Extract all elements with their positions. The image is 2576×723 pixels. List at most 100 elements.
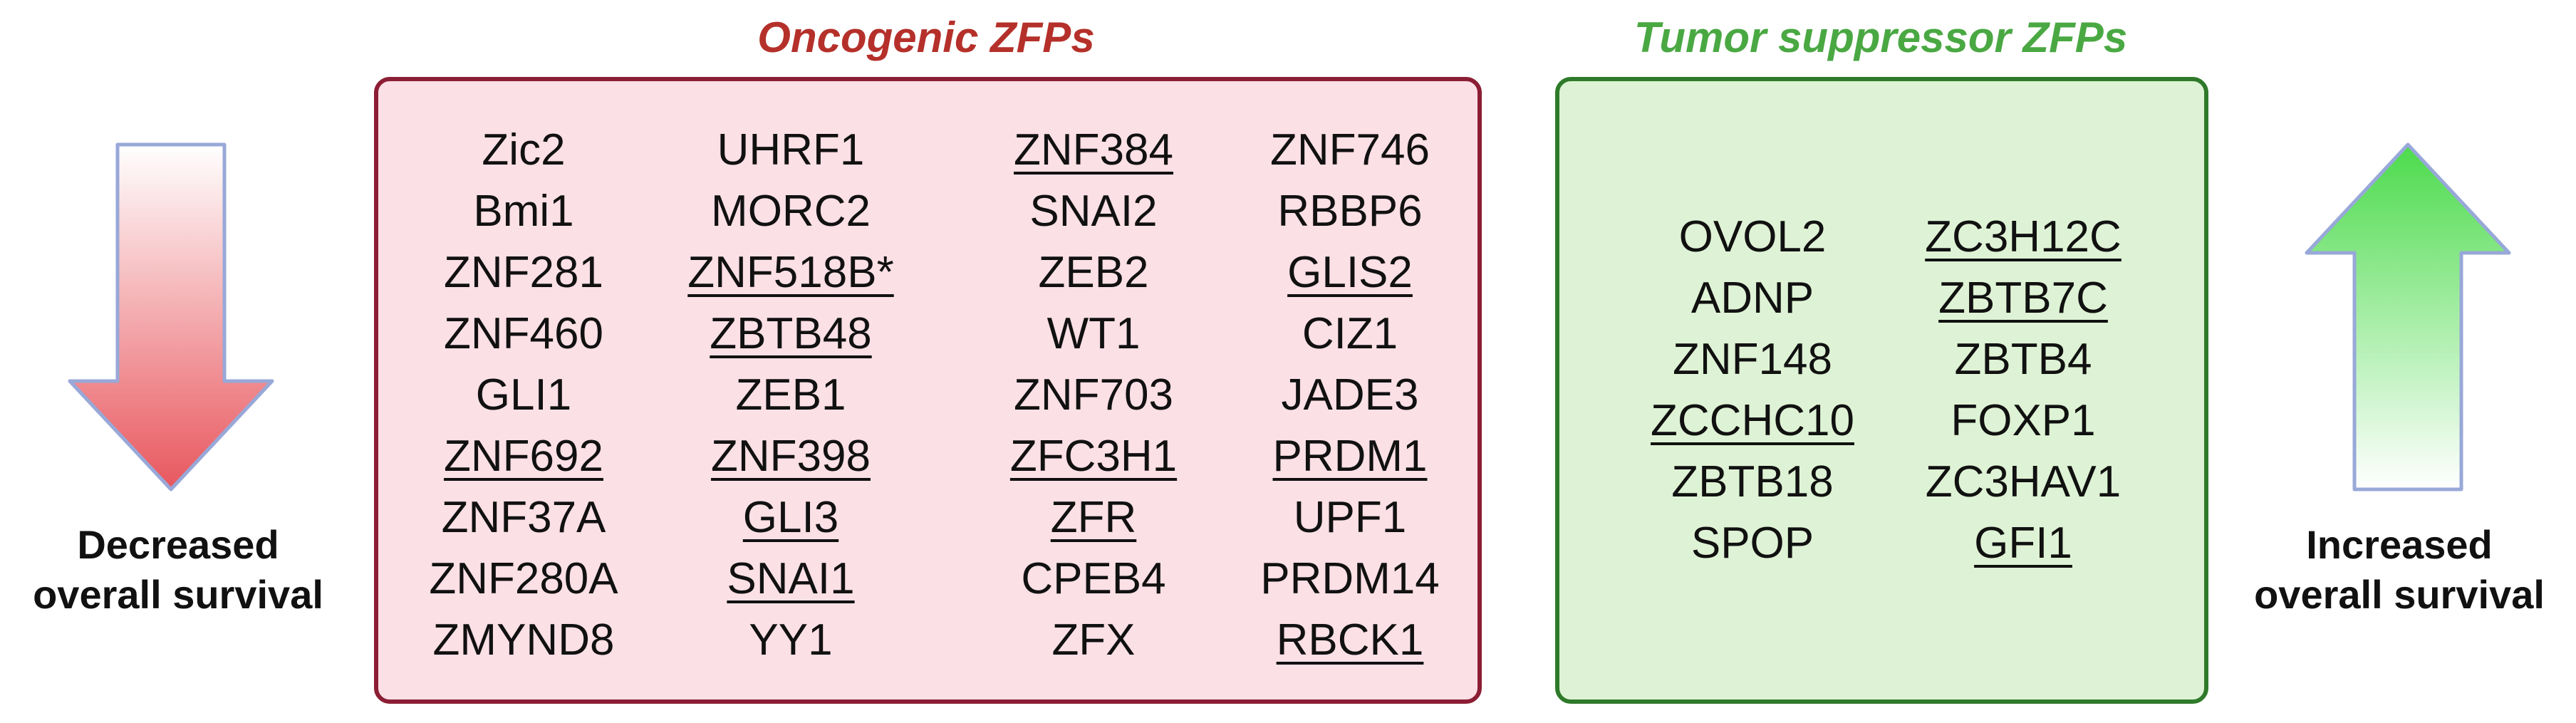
gene-name: FOXP1 bbox=[1881, 390, 2166, 452]
gene-name-underlined: GLI3 bbox=[742, 493, 839, 542]
gene-name: ZNF703 bbox=[955, 365, 1232, 426]
gene-name-text: ZNF37A bbox=[441, 493, 606, 542]
gene-name-text: ZC3HAV1 bbox=[1925, 457, 2121, 506]
gene-name: ZBTB48 bbox=[652, 303, 930, 365]
gene-name-underlined: ZNF692 bbox=[444, 432, 603, 481]
gene-name: ZNF746 bbox=[1211, 120, 1489, 181]
gene-name: RBBP6 bbox=[1211, 181, 1489, 242]
gene-name: ZNF281 bbox=[385, 242, 663, 303]
gene-name-text: UPF1 bbox=[1293, 493, 1407, 542]
gene-name: ZNF280A bbox=[385, 548, 663, 610]
gene-name: ZEB1 bbox=[652, 365, 930, 426]
gene-name: PRDM1 bbox=[1211, 426, 1489, 487]
gene-name-underlined: ZNF398 bbox=[711, 432, 871, 481]
gene-name: SPOP bbox=[1610, 513, 1895, 574]
gene-name: CIZ1 bbox=[1211, 303, 1489, 365]
gene-name: GFI1 bbox=[1881, 513, 2166, 574]
decreased-survival-line1: Decreased bbox=[77, 522, 279, 567]
gene-name-underlined: ZNF518B* bbox=[687, 248, 894, 297]
gene-name-text: Bmi1 bbox=[473, 187, 574, 236]
gene-name-text: ZFX bbox=[1051, 615, 1136, 665]
gene-name-text: ZNF281 bbox=[444, 248, 603, 297]
increased-survival-line2: overall survival bbox=[2254, 572, 2545, 617]
gene-name-text: ADNP bbox=[1690, 274, 1814, 323]
gene-name-text: Zic2 bbox=[482, 125, 566, 175]
gene-name-underlined: ZFR bbox=[1050, 493, 1137, 542]
gene-name-underlined: ZCCHC10 bbox=[1651, 396, 1854, 445]
gene-name-text: ZEB1 bbox=[735, 370, 846, 420]
gene-name-text: MORC2 bbox=[711, 187, 871, 236]
gene-name-text: JADE3 bbox=[1281, 370, 1419, 420]
gene-name-text: YY1 bbox=[749, 615, 833, 665]
gene-name-text: ZNF148 bbox=[1673, 335, 1832, 384]
gene-name-underlined: ZFC3H1 bbox=[1009, 432, 1178, 481]
gene-name-text: ZMYND8 bbox=[432, 615, 615, 665]
oncogenic-title: Oncogenic ZFPs bbox=[757, 14, 1095, 61]
gene-name-text: SPOP bbox=[1690, 519, 1814, 568]
gene-name: WT1 bbox=[955, 303, 1232, 365]
gene-name-text: SNAI2 bbox=[1029, 187, 1158, 236]
gene-name: UPF1 bbox=[1211, 487, 1489, 548]
gene-name-text: UHRF1 bbox=[717, 125, 865, 175]
gene-name-underlined: ZNF384 bbox=[1014, 125, 1173, 175]
gene-name-text: ZBTB4 bbox=[1954, 335, 2092, 384]
gene-name: OVOL2 bbox=[1610, 207, 1895, 268]
oncogenic-panel bbox=[374, 77, 1482, 704]
gene-name-underlined: ZBTB7C bbox=[1938, 274, 2108, 323]
gene-name: ZFC3H1 bbox=[955, 426, 1232, 487]
gene-name: ZBTB18 bbox=[1610, 452, 1895, 513]
gene-name: YY1 bbox=[652, 610, 930, 671]
gene-name: GLI1 bbox=[385, 365, 663, 426]
gene-name-underlined: SNAI1 bbox=[727, 554, 855, 603]
gene-name: GLI3 bbox=[652, 487, 930, 548]
gene-name: Zic2 bbox=[385, 120, 663, 181]
gene-name-text: ZNF746 bbox=[1270, 125, 1430, 175]
gene-name: CPEB4 bbox=[955, 548, 1232, 610]
gene-name: MORC2 bbox=[652, 181, 930, 242]
gene-name-text: OVOL2 bbox=[1678, 212, 1827, 261]
gene-name-text: ZNF703 bbox=[1014, 370, 1173, 420]
gene-name: ZBTB4 bbox=[1881, 329, 2166, 390]
gene-name: ZNF460 bbox=[385, 303, 663, 365]
gene-name: ZCCHC10 bbox=[1610, 390, 1895, 452]
gene-name-text: ZNF460 bbox=[444, 309, 603, 358]
gene-name-underlined: ZC3H12C bbox=[1925, 212, 2121, 261]
gene-name: PRDM14 bbox=[1211, 548, 1489, 610]
gene-name: ZNF384 bbox=[955, 120, 1232, 181]
gene-name-text: CIZ1 bbox=[1302, 309, 1398, 358]
gene-name: ZEB2 bbox=[955, 242, 1232, 303]
increased-survival-label: Increased overall survival bbox=[2223, 520, 2576, 620]
gene-name: UHRF1 bbox=[652, 120, 930, 181]
gene-name: ZBTB7C bbox=[1881, 268, 2166, 329]
gene-name: ZNF37A bbox=[385, 487, 663, 548]
gene-name-text: RBBP6 bbox=[1277, 187, 1423, 236]
gene-name: SNAI1 bbox=[652, 548, 930, 610]
gene-name-text: GLI1 bbox=[475, 370, 572, 420]
gene-name: ZMYND8 bbox=[385, 610, 663, 671]
gene-name-text: ZEB2 bbox=[1038, 248, 1149, 297]
gene-name-text: CPEB4 bbox=[1021, 554, 1166, 603]
gene-name: RBCK1 bbox=[1211, 610, 1489, 671]
up-arrow-icon bbox=[2305, 142, 2511, 491]
gene-name-text: WT1 bbox=[1046, 309, 1141, 358]
gene-name: ZNF398 bbox=[652, 426, 930, 487]
gene-name-text: FOXP1 bbox=[1951, 396, 2096, 445]
gene-name: ZC3HAV1 bbox=[1881, 452, 2166, 513]
tumor-suppressor-panel bbox=[1555, 77, 2208, 704]
gene-name-underlined: RBCK1 bbox=[1276, 615, 1424, 665]
gene-name-text: ZBTB18 bbox=[1671, 457, 1834, 506]
gene-name-text: ZNF280A bbox=[429, 554, 618, 603]
gene-name: ZNF148 bbox=[1610, 329, 1895, 390]
gene-name: Bmi1 bbox=[385, 181, 663, 242]
gene-name: JADE3 bbox=[1211, 365, 1489, 426]
increased-survival-line1: Increased bbox=[2306, 522, 2493, 567]
gene-name: GLIS2 bbox=[1211, 242, 1489, 303]
gene-name: ZFR bbox=[955, 487, 1232, 548]
gene-name: ZNF518B* bbox=[652, 242, 930, 303]
tumor-suppressor-title: Tumor suppressor ZFPs bbox=[1634, 14, 2128, 61]
